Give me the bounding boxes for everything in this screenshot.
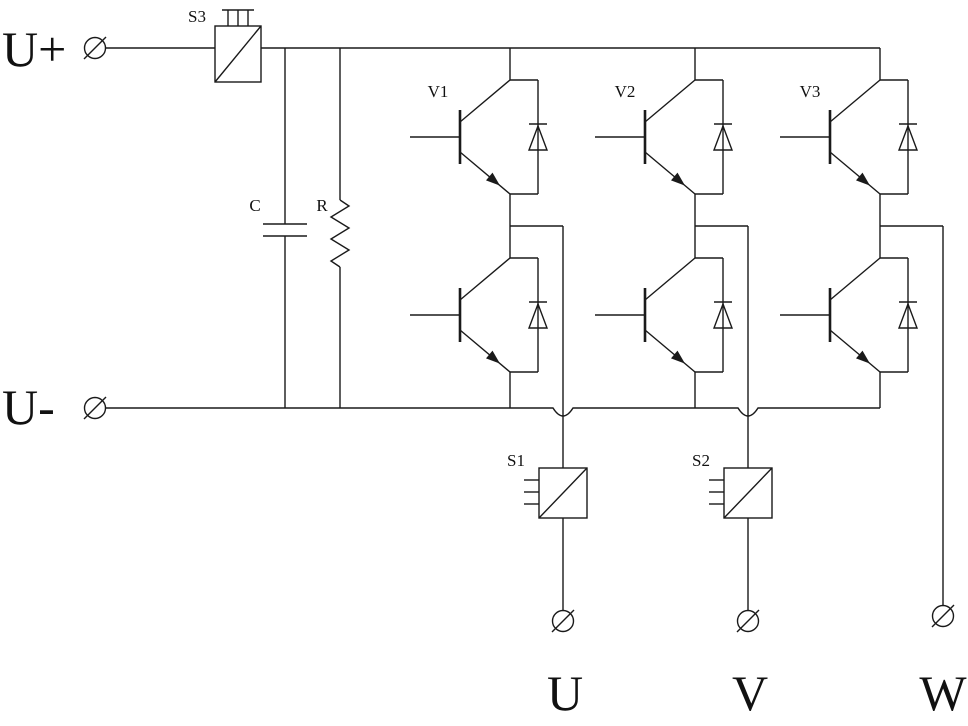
label-sensor-s2: S2	[692, 451, 710, 470]
label-igbt-v2: V2	[615, 82, 636, 101]
label-sensor-s3: S3	[188, 7, 206, 26]
labels: U+ U- S3 C R V1 V2 V3 S1 S2 U V W	[2, 7, 967, 721]
terminal-phase-v	[736, 609, 760, 633]
bleeder-resistor	[329, 199, 351, 268]
resistor-zigzag	[329, 199, 351, 268]
label-capacitor: C	[249, 196, 260, 215]
wiring	[105, 47, 944, 610]
sensor-s1-diagonal	[538, 467, 588, 519]
terminals	[83, 36, 955, 633]
igbt-bottom-leg3	[778, 238, 919, 392]
sensor-s2	[709, 467, 773, 519]
dc-minus-bus-wire	[105, 407, 880, 417]
label-resistor: R	[316, 196, 328, 215]
label-phase-w: W	[919, 665, 967, 721]
sensor-s3-diagonal	[214, 25, 262, 83]
terminal-dc-minus	[83, 396, 107, 420]
sensor-s2-pins	[709, 479, 724, 505]
sensor-s2-diagonal	[723, 467, 773, 519]
sensor-s1-pins	[524, 479, 539, 505]
label-dc-minus: U-	[2, 379, 55, 435]
label-igbt-v1: V1	[428, 82, 449, 101]
label-phase-u: U	[547, 665, 583, 721]
terminal-phase-w	[931, 604, 955, 628]
label-igbt-v3: V3	[800, 82, 821, 101]
label-sensor-s1: S1	[507, 451, 525, 470]
igbt-bottom-leg2	[593, 238, 734, 392]
terminal-phase-u	[551, 609, 575, 633]
sensor-s3	[214, 9, 262, 83]
igbt-bottom-leg1	[408, 238, 549, 392]
inverter-legs	[408, 60, 919, 392]
sensor-s3-pins	[222, 9, 254, 26]
sensor-s1	[524, 467, 588, 519]
dc-link-capacitor	[263, 223, 307, 237]
label-phase-v: V	[732, 665, 768, 721]
terminal-dc-plus	[83, 36, 107, 60]
label-dc-plus: U+	[2, 21, 66, 77]
